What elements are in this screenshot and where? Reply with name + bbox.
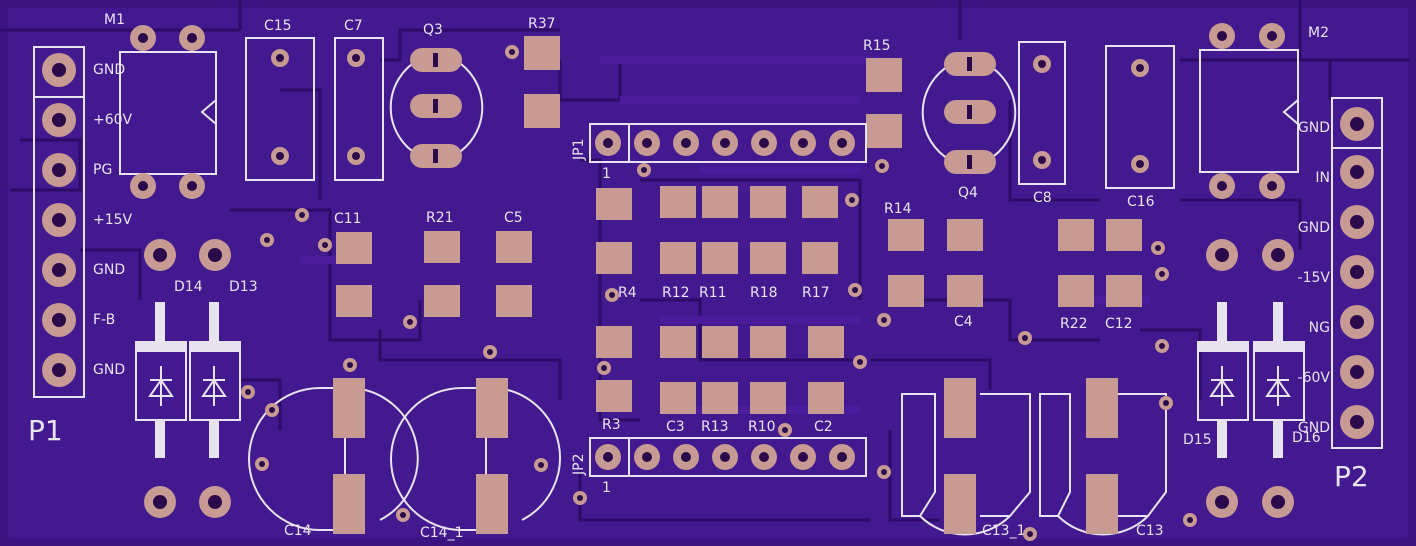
- r21-label: R21: [426, 210, 454, 226]
- c14-1-label: C14_1: [420, 525, 464, 541]
- d15-label: D15: [1183, 432, 1212, 448]
- p1-pin5-label: GND: [93, 262, 125, 278]
- c4-label: C4: [954, 314, 973, 330]
- capacitor-c16: C16: [1105, 45, 1175, 210]
- p1-pin3-label: PG: [93, 162, 112, 178]
- r10-label: R10: [748, 419, 776, 435]
- module-m1: M1: [104, 12, 217, 199]
- header-jp1: JP1 1: [571, 123, 867, 182]
- r15-label: R15: [863, 38, 891, 54]
- transistor-q3: Q3: [389, 22, 484, 168]
- p2-pin7-label: GND: [1298, 420, 1330, 436]
- p1-label: P1: [28, 414, 63, 447]
- c15-label: C15: [264, 18, 292, 34]
- mount-pads: [144, 239, 1294, 518]
- capacitor-c15: C15: [245, 18, 315, 181]
- jp2-label: JP2: [571, 454, 587, 476]
- capacitor-c13: C13: [1039, 378, 1167, 539]
- r11-label: R11: [699, 285, 727, 301]
- module-m2: M2: [1199, 23, 1329, 199]
- capacitor-c13-1: C13_1: [901, 378, 1031, 539]
- c3-label: C3: [666, 419, 685, 435]
- resistor-r37: R37: [524, 16, 560, 128]
- p1-pin4-label: +15V: [93, 212, 133, 228]
- vias: [241, 45, 1197, 541]
- c7-label: C7: [344, 18, 363, 34]
- jp2-pin1-label: 1: [602, 480, 611, 496]
- smd-pads-center: [596, 186, 844, 414]
- d14-label: D14: [174, 279, 203, 295]
- diode-d15: D15: [1183, 302, 1249, 458]
- capacitor-c8: C8: [1018, 41, 1066, 206]
- diode-d16: D16: [1253, 302, 1321, 458]
- q4-label: Q4: [958, 185, 978, 201]
- p2-label: P2: [1334, 460, 1369, 493]
- header-jp2: JP2 1: [571, 437, 867, 496]
- smd-pads-right: [888, 219, 1142, 307]
- r4-label: R4: [618, 285, 637, 301]
- r14-label: R14: [884, 201, 912, 217]
- resistor-r15: R15: [863, 38, 902, 148]
- diode-d13: D13: [189, 279, 258, 458]
- m2-label: M2: [1308, 25, 1329, 41]
- r3-label: R3: [602, 417, 621, 433]
- c14-label: C14: [284, 523, 312, 539]
- d13-label: D13: [229, 279, 258, 295]
- q3-label: Q3: [423, 22, 443, 38]
- c13-label: C13: [1136, 523, 1164, 539]
- capacitor-c7: C7: [334, 18, 384, 181]
- c5-label: C5: [504, 210, 523, 226]
- c16-label: C16: [1127, 194, 1155, 210]
- p2-pin4-label: -15V: [1298, 270, 1331, 286]
- r13-label: R13: [701, 419, 729, 435]
- d16-label: D16: [1292, 430, 1321, 446]
- c13-1-label: C13_1: [982, 523, 1026, 539]
- p2-pin1-label: GND: [1298, 120, 1330, 136]
- connector-p2: GND IN GND -15V NG -60V GND P2: [1298, 97, 1383, 493]
- p2-pin2-label: IN: [1315, 170, 1330, 186]
- transistor-q4: Q4: [921, 52, 1017, 201]
- p1-pin2-label: +60V: [93, 112, 133, 128]
- r18-label: R18: [750, 285, 778, 301]
- connector-p1: GND +60V PG +15V GND F-B GND P1: [28, 46, 133, 447]
- c11-label: C11: [334, 211, 362, 227]
- c8-label: C8: [1033, 190, 1052, 206]
- p2-pin3-label: GND: [1298, 220, 1330, 236]
- p1-pin1-label: GND: [93, 62, 125, 78]
- r37-label: R37: [528, 16, 556, 32]
- capacitor-c14: C14: [248, 378, 419, 539]
- c12-label: C12: [1105, 316, 1133, 332]
- p2-pin5-label: NG: [1309, 320, 1330, 336]
- p2-pin6-label: -60V: [1298, 370, 1331, 386]
- m1-label: M1: [104, 12, 125, 28]
- r17-label: R17: [802, 285, 830, 301]
- r12-label: R12: [662, 285, 690, 301]
- r22-label: R22: [1060, 316, 1088, 332]
- diode-d14: D14: [135, 279, 203, 458]
- c2-label: C2: [814, 419, 833, 435]
- jp1-label: JP1: [571, 139, 587, 161]
- p1-pin6-label: F-B: [93, 312, 115, 328]
- jp1-pin1-label: 1: [602, 166, 611, 182]
- smd-pads-left: [336, 231, 532, 317]
- p1-pin7-label: GND: [93, 362, 125, 378]
- capacitor-c14-1: C14_1: [390, 378, 561, 541]
